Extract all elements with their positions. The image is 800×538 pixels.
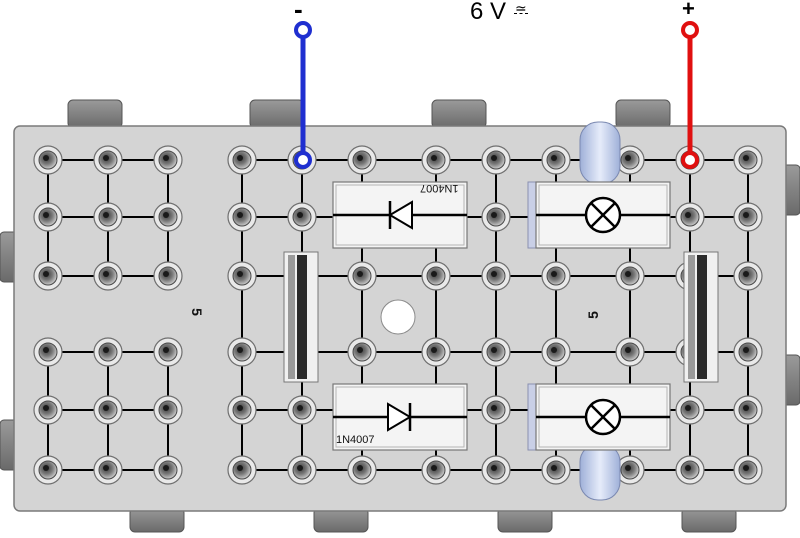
socket — [541, 145, 571, 175]
socket — [615, 145, 645, 175]
lamp-bulb — [579, 443, 621, 501]
socket — [93, 202, 123, 232]
socket — [287, 455, 317, 485]
socket — [33, 455, 63, 485]
socket — [733, 337, 763, 367]
socket — [541, 455, 571, 485]
minus-terminal-label: - — [294, 0, 303, 24]
socket — [93, 455, 123, 485]
socket — [615, 261, 645, 291]
clip-tab — [67, 99, 123, 129]
socket — [733, 145, 763, 175]
socket — [481, 202, 511, 232]
socket — [153, 261, 183, 291]
clip-tab — [615, 99, 671, 129]
socket — [421, 455, 451, 485]
socket — [615, 455, 645, 485]
socket — [481, 261, 511, 291]
socket — [93, 261, 123, 291]
ac-dc-symbol: ≃ — [514, 0, 528, 16]
socket — [153, 145, 183, 175]
diode-top-label: 1N4007 — [420, 182, 459, 194]
diode-top — [332, 181, 468, 249]
socket — [153, 202, 183, 232]
lamp-top — [527, 121, 671, 249]
socket — [33, 337, 63, 367]
socket — [675, 455, 705, 485]
socket — [287, 395, 317, 425]
socket — [347, 455, 377, 485]
lamp-bulb — [579, 121, 621, 185]
socket — [481, 395, 511, 425]
socket — [93, 395, 123, 425]
socket — [347, 145, 377, 175]
bridge-module-left — [283, 251, 319, 383]
socket — [733, 395, 763, 425]
clip-tab — [249, 99, 305, 129]
bridge-module-right — [683, 251, 719, 383]
socket — [733, 202, 763, 232]
socket — [615, 337, 645, 367]
socket — [227, 202, 257, 232]
socket — [347, 261, 377, 291]
minus-lead-top — [294, 21, 312, 39]
socket — [287, 202, 317, 232]
socket — [153, 455, 183, 485]
plus-lead-end — [681, 151, 699, 169]
socket — [33, 395, 63, 425]
socket — [481, 337, 511, 367]
module-right-number: 5 — [584, 311, 601, 319]
socket — [93, 337, 123, 367]
socket — [227, 145, 257, 175]
socket — [33, 261, 63, 291]
socket — [227, 261, 257, 291]
clip-tab — [431, 99, 487, 129]
socket — [421, 337, 451, 367]
socket — [153, 395, 183, 425]
socket — [153, 337, 183, 367]
lamp-bottom — [527, 383, 671, 501]
diode-bottom — [332, 383, 468, 451]
minus-lead-end — [294, 151, 312, 169]
socket — [93, 145, 123, 175]
socket — [481, 145, 511, 175]
socket — [481, 455, 511, 485]
voltage-value: 6 V — [470, 0, 507, 25]
socket — [227, 337, 257, 367]
socket — [675, 395, 705, 425]
socket — [733, 261, 763, 291]
socket — [33, 145, 63, 175]
socket — [227, 455, 257, 485]
diode-bottom-label: 1N4007 — [336, 434, 375, 446]
socket — [227, 395, 257, 425]
mounting-hole — [380, 299, 416, 335]
plus-terminal-label: + — [682, 0, 695, 21]
socket — [541, 261, 571, 291]
socket — [421, 145, 451, 175]
plus-lead-top — [681, 21, 699, 39]
module-left-number: 5 — [188, 308, 205, 316]
socket — [541, 337, 571, 367]
socket — [347, 337, 377, 367]
socket — [733, 455, 763, 485]
socket — [675, 202, 705, 232]
socket — [33, 202, 63, 232]
socket — [421, 261, 451, 291]
voltage-label: 6 V ≃ — [470, 0, 528, 26]
